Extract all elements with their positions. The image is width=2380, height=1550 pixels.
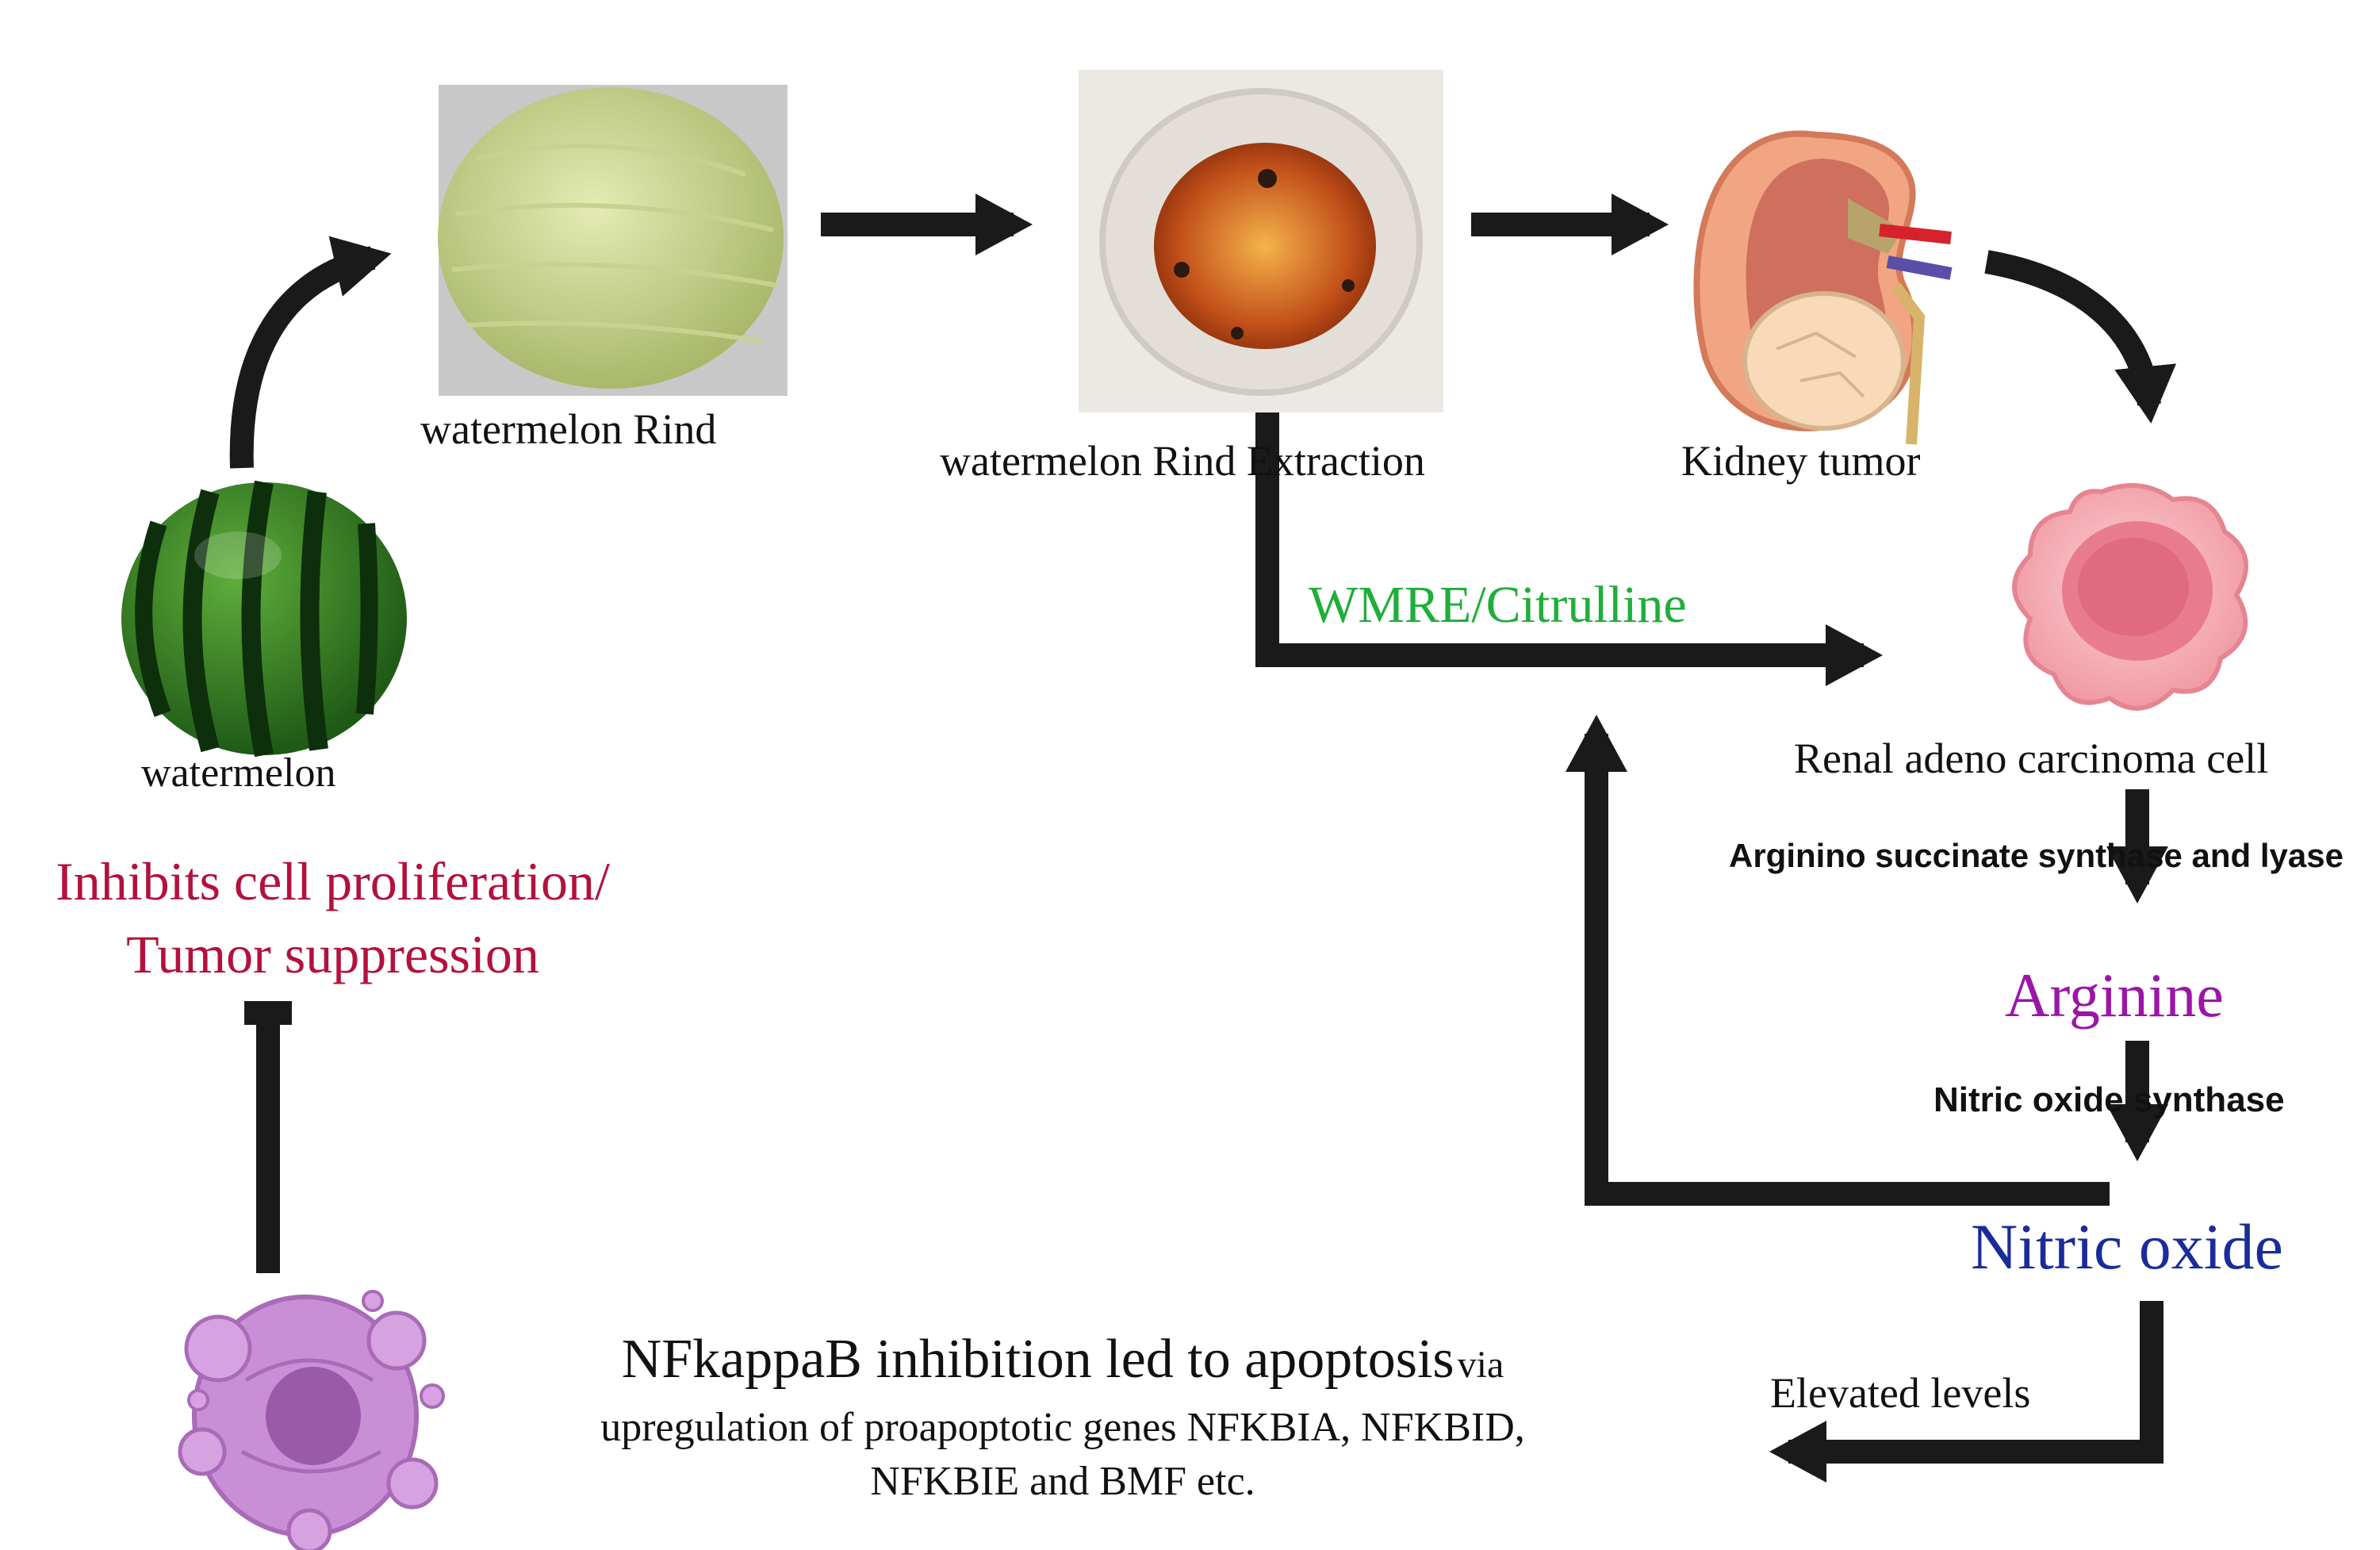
nfk-line-2: upregulation of proapoptotic genes NFKBI… bbox=[600, 1405, 1525, 1450]
label-arginino-succinate-synthase: Arginino succinate synthase and lyase bbox=[1729, 837, 2344, 874]
inhibition-bar bbox=[244, 1001, 292, 1025]
arrow-nitric-oxide-feedback bbox=[1566, 715, 2110, 1206]
nfk-via-text: via bbox=[1457, 1344, 1504, 1386]
arrow-wmre-to-renal-cell bbox=[1255, 412, 1883, 687]
label-elevated-levels: Elevated levels bbox=[1770, 1369, 2031, 1417]
label-renal-adeno-carcinoma-cell: Renal adeno carcinoma cell bbox=[1794, 735, 2269, 782]
label-nitric-oxide: Nitric oxide bbox=[1971, 1210, 2283, 1283]
watermelon-image bbox=[121, 480, 407, 758]
label-nfkappab-apoptosis: NFkappaB inhibition led to apoptosis via… bbox=[508, 1332, 1618, 1509]
label-kidney-tumor: Kidney tumor bbox=[1681, 437, 1921, 485]
apoptotic-cell-image bbox=[178, 1290, 445, 1550]
inhibits-line-2: Tumor suppression bbox=[126, 924, 539, 984]
label-watermelon-rind: watermelon Rind bbox=[420, 405, 717, 453]
nfk-main-text: NFkappaB inhibition led to apoptosis bbox=[621, 1329, 1454, 1390]
label-arginine: Arginine bbox=[2005, 961, 2224, 1030]
label-watermelon: watermelon bbox=[141, 750, 336, 796]
kidney-tumor-image bbox=[1693, 130, 1953, 445]
nfk-line-1: NFkappaB inhibition led to apoptosis via bbox=[508, 1332, 1618, 1401]
nfk-line-3: NFKBIE and BMF etc. bbox=[870, 1459, 1255, 1504]
arrow-watermelon-to-rind bbox=[229, 236, 392, 469]
label-watermelon-rind-extraction: watermelon Rind Extraction bbox=[940, 437, 1425, 485]
label-inhibits-cell-proliferation: Inhibits cell proliferation/ Tumor suppr… bbox=[10, 845, 656, 991]
watermelon-rind-extraction-image bbox=[1079, 70, 1443, 412]
watermelon-rind-image bbox=[438, 85, 788, 396]
renal-cell-image bbox=[2012, 483, 2248, 711]
arrow-kidney-to-renal-cell bbox=[1984, 250, 2176, 424]
label-nitric-oxide-synthase: Nitric oxide synthase bbox=[1934, 1080, 2285, 1119]
arrows bbox=[229, 194, 2176, 1483]
inhibits-line-1: Inhibits cell proliferation/ bbox=[56, 851, 610, 911]
label-wmre-citrulline: WMRE/Citrulline bbox=[1309, 576, 1687, 634]
arrow-nitric-oxide-to-apoptosis bbox=[1769, 1301, 2163, 1483]
